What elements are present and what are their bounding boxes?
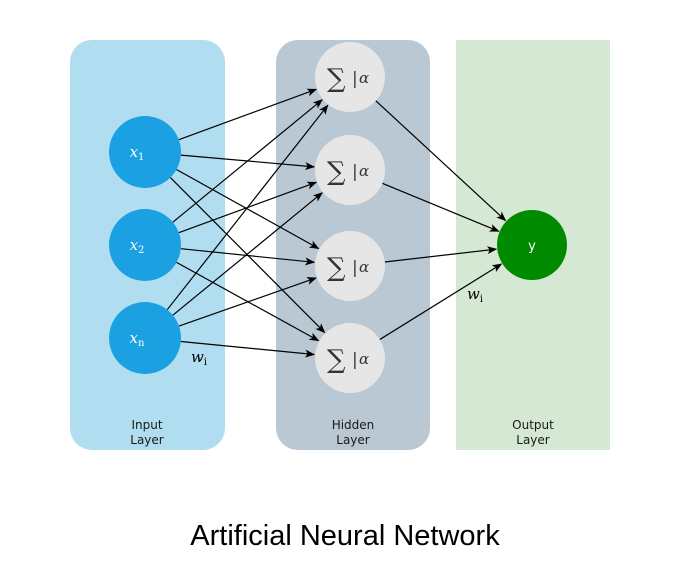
- input-layer-label-line1: Input: [131, 418, 162, 432]
- edge-h4-to-y: [379, 263, 503, 341]
- input-node-x1: x1: [109, 116, 181, 188]
- edge-x1-to-h3: [176, 168, 320, 250]
- edge-h1-to-y: [375, 100, 507, 222]
- hidden-node-1: ∑ | α: [315, 42, 385, 112]
- activation-symbol: α: [359, 258, 369, 276]
- output-node-y: y: [497, 210, 567, 280]
- edge-xn-to-h2: [172, 192, 323, 316]
- input-layer-label-line2: Layer: [130, 433, 164, 447]
- output-layer-label-line1: Output: [512, 418, 554, 432]
- weight-label-hidden-output: wi: [467, 285, 483, 305]
- activation-symbol: α: [359, 162, 369, 180]
- node-subscript: n: [138, 338, 145, 349]
- separator: |: [352, 162, 358, 182]
- activation-symbol: α: [359, 69, 369, 87]
- edge-x1-to-h1: [178, 88, 318, 141]
- separator: |: [352, 350, 358, 370]
- svg-text:xn: xn: [130, 329, 145, 349]
- separator: |: [352, 69, 358, 89]
- hidden-node-4: ∑ | α: [315, 323, 385, 393]
- node-label: x: [130, 236, 139, 254]
- output-layer-label-line2: Layer: [516, 433, 550, 447]
- edge-xn-to-h4: [180, 340, 316, 358]
- hidden-layer-label-line1: Hidden: [332, 418, 375, 432]
- node-subscript: 1: [138, 152, 144, 163]
- sigma-icon: ∑: [327, 345, 346, 375]
- sigma-icon: ∑: [327, 64, 346, 94]
- activation-symbol: α: [359, 350, 369, 368]
- node-label: x: [130, 329, 139, 347]
- edge-xn-to-h1: [166, 104, 329, 311]
- sigma-icon: ∑: [327, 253, 346, 283]
- hidden-node-3: ∑ | α: [315, 231, 385, 301]
- hidden-layer-label-line2: Layer: [336, 433, 370, 447]
- edge-xn-to-h3: [178, 277, 317, 327]
- svg-text:x2: x2: [130, 236, 145, 256]
- node-label: x: [130, 143, 139, 161]
- node-label: y: [528, 239, 536, 254]
- edge-h3-to-y: [384, 246, 498, 263]
- edge-x2-to-h3: [180, 248, 316, 266]
- edge-h2-to-y: [382, 182, 500, 232]
- edge-x2-to-h1: [172, 99, 323, 223]
- input-node-x2: x2: [109, 209, 181, 281]
- connections: [166, 88, 507, 358]
- node-subscript: 2: [138, 245, 144, 256]
- svg-text:x1: x1: [130, 143, 145, 163]
- weight-label-input-hidden: wi: [191, 348, 207, 368]
- diagram-title: Artificial Neural Network: [190, 520, 500, 552]
- separator: |: [352, 258, 358, 278]
- sigma-icon: ∑: [327, 157, 346, 187]
- hidden-node-2: ∑ | α: [315, 135, 385, 205]
- input-node-xn: xn: [109, 302, 181, 374]
